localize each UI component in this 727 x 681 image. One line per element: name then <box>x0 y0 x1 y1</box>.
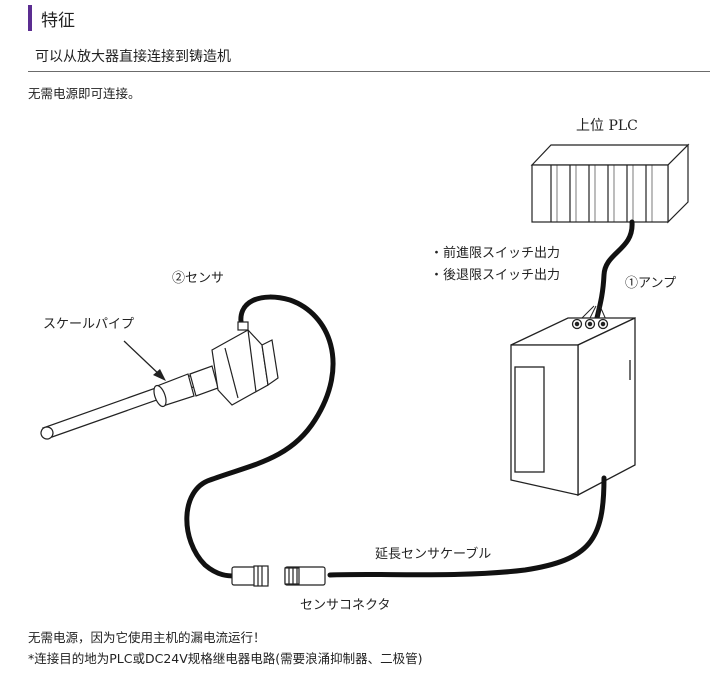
scale-pipe-arrow <box>123 340 166 381</box>
intro-text: 无需电源即可连接。 <box>28 86 141 101</box>
output-label-backward: ・後退限スイッチ出力 <box>430 268 560 283</box>
sensor-label: ②センサ <box>172 271 224 286</box>
page-title: 特征 <box>41 11 75 31</box>
amplifier-unit <box>510 316 636 497</box>
plc-label: 上位 PLC <box>576 118 638 134</box>
title-accent-bar <box>28 5 32 31</box>
plc-unit <box>530 143 690 224</box>
amplifier-label: ①アンプ <box>625 276 676 291</box>
connection-diagram: 上位 PLC ・前進限スイッチ出力 ・後退限スイッチ出力 ①アンプ ②センサ ス… <box>40 118 690 613</box>
sensor-connector <box>231 565 326 587</box>
extension-cable <box>327 475 607 578</box>
section-header: 特征 <box>28 5 708 31</box>
section-subtitle: 可以从放大器直接连接到铸造机 <box>35 49 231 65</box>
sensor-cable <box>184 294 336 579</box>
plc-cable <box>593 219 635 325</box>
note-power: 无需电源，因为它使用主机的漏电流运行！ <box>28 630 266 645</box>
connector-label: センサコネクタ <box>300 598 390 613</box>
scale-pipe-label: スケールパイプ <box>43 317 134 332</box>
sensor-head <box>189 321 279 406</box>
scale-pipe <box>40 372 206 440</box>
subtitle-divider <box>28 71 710 72</box>
output-label-forward: ・前進限スイッチ出力 <box>430 245 560 261</box>
note-connection: *连接目的地为PLC或DC24V规格继电器电路(需要浪涌抑制器、二极管) <box>28 651 423 666</box>
cable-label: 延長センサケーブル <box>375 546 491 562</box>
